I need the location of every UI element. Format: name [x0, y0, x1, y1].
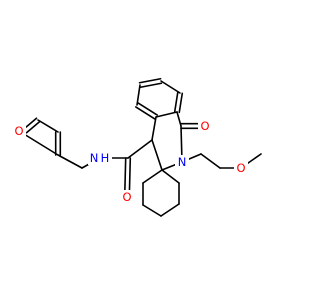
atom-label-layer: O N O N H O O — [12, 119, 248, 204]
carbonyl-oxygen-label: O — [200, 119, 209, 133]
single-bond — [151, 139, 163, 171]
amide-nitrogen-label: N — [90, 151, 99, 165]
single-bond — [142, 204, 162, 217]
double-bond-line — [138, 77, 162, 84]
single-bond — [37, 119, 59, 133]
single-bond — [151, 116, 157, 141]
single-bond — [57, 154, 83, 169]
ether-oxygen-label: O — [236, 161, 245, 175]
ring-nitrogen-label: N — [178, 155, 187, 169]
single-bond — [136, 84, 141, 106]
single-bond — [160, 203, 180, 217]
furan-oxygen-label: O — [14, 124, 23, 138]
amide-hydrogen-label: H — [101, 151, 110, 165]
single-bond — [155, 111, 178, 118]
label-mask — [234, 161, 248, 175]
double-bond-line — [173, 91, 179, 113]
double-bond-line — [25, 120, 41, 134]
double-bond-line — [139, 82, 163, 89]
single-bond — [142, 169, 163, 184]
double-bond-line — [178, 92, 184, 114]
amide-oxygen-label: O — [122, 190, 131, 204]
label-mask — [198, 119, 212, 133]
molecule-diagram: O N O N H O O — [12, 77, 262, 217]
label-mask — [12, 124, 26, 138]
structure-canvas: O N O N H O O — [12, 77, 262, 217]
double-bond-line — [134, 106, 156, 120]
double-bond-line — [137, 102, 159, 116]
single-bond — [127, 139, 153, 159]
single-bond — [161, 169, 180, 184]
label-mask — [175, 155, 189, 169]
label-mask — [120, 190, 134, 204]
bond-layer — [18, 77, 262, 217]
single-bond — [160, 80, 181, 94]
label-mask — [88, 151, 112, 165]
single-bond — [200, 153, 221, 169]
